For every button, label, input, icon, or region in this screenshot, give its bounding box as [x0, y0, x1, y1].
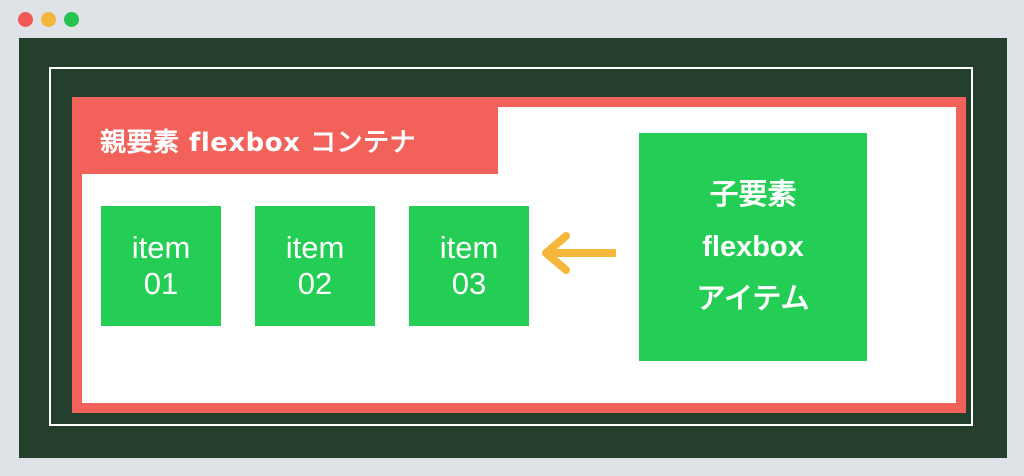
item-label: item	[131, 230, 191, 265]
item-number: 01	[143, 266, 179, 301]
item-number: 02	[297, 266, 333, 301]
flex-item-01: item 01	[101, 206, 221, 326]
child-item-label: アイテム	[696, 283, 810, 315]
maximize-dot-icon[interactable]	[64, 12, 79, 27]
close-dot-icon[interactable]	[18, 12, 33, 27]
item-number: 03	[451, 266, 487, 301]
browser-window: 親要素 flexbox コンテナ item 01 item 02 item 03…	[19, 38, 1007, 458]
container-label: 親要素 flexbox コンテナ	[82, 107, 498, 174]
window-controls	[18, 12, 79, 27]
item-label: item	[439, 230, 499, 265]
flex-item-03: item 03	[409, 206, 529, 326]
child-label: 子要素	[709, 179, 797, 211]
flex-item-02: item 02	[255, 206, 375, 326]
child-flex-item: 子要素 flexbox アイテム	[639, 133, 867, 361]
child-flexbox-label: flexbox	[702, 231, 804, 263]
arrow-left-icon	[542, 232, 616, 274]
minimize-dot-icon[interactable]	[41, 12, 56, 27]
item-label: item	[285, 230, 345, 265]
inner-frame	[49, 67, 973, 426]
flex-container: 親要素 flexbox コンテナ item 01 item 02 item 03…	[72, 97, 966, 413]
